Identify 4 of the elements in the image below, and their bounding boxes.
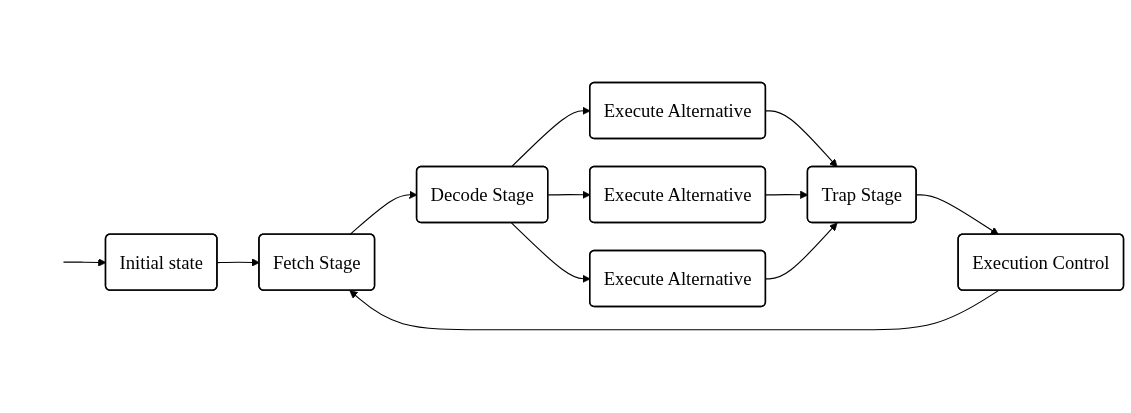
arrow — [765, 222, 838, 280]
arrow — [349, 290, 999, 331]
arrow — [765, 110, 838, 168]
arrow — [916, 194, 999, 236]
